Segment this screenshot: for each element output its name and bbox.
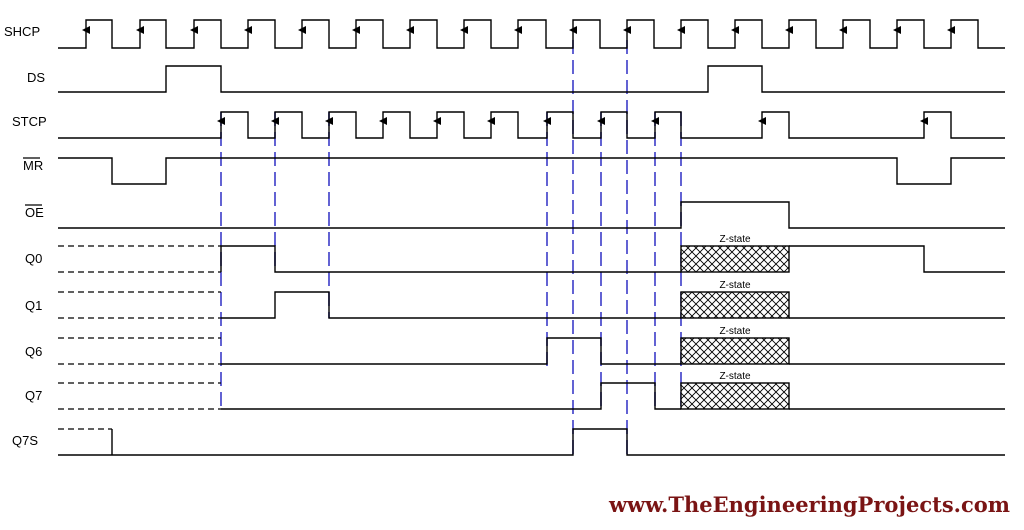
q7-waveform	[221, 382, 1005, 410]
q0-undefined-initial	[58, 245, 221, 273]
ds-waveform	[58, 65, 1005, 93]
q1-z-state-region	[680, 291, 790, 319]
signal-label-ds: DS	[27, 70, 45, 85]
shcp-rising-edge-markers	[82, 26, 955, 44]
q1-waveform	[221, 291, 1005, 319]
q1-z-state-label: Z-state	[719, 280, 751, 291]
signal-label-stcp: STCP	[12, 114, 47, 129]
q0-z-state-region	[680, 245, 790, 273]
q6-undefined-initial	[58, 337, 221, 365]
watermark-url: www.TheEngineeringProjects.com	[608, 492, 1010, 517]
q1-undefined-initial	[58, 291, 221, 319]
shcp-waveform	[58, 19, 1005, 49]
signal-label-q7: Q7	[25, 388, 42, 403]
stcp-rising-edge-markers	[217, 117, 928, 134]
oe-waveform	[58, 201, 1005, 229]
q7s-waveform	[58, 428, 1005, 456]
mr-waveform	[58, 157, 1005, 185]
q6-waveform	[221, 337, 1005, 365]
q7-undefined-initial	[58, 382, 221, 410]
signal-label-q1: Q1	[25, 298, 42, 313]
q0-z-state-label: Z-state	[719, 234, 751, 245]
signal-label-mr: MR	[23, 158, 43, 173]
signal-label-shcp: SHCP	[4, 24, 40, 39]
signal-label-oe: OE	[25, 205, 44, 220]
signal-label-q6: Q6	[25, 344, 42, 359]
q6-z-state-label: Z-state	[719, 326, 751, 337]
q7-z-state-region	[680, 382, 790, 410]
signal-label-q0: Q0	[25, 251, 42, 266]
timing-guides	[220, 40, 682, 455]
q7-z-state-label: Z-state	[719, 371, 751, 382]
stcp-waveform	[58, 111, 1005, 139]
q0-waveform	[220, 245, 1005, 273]
signal-label-q7s: Q7S	[12, 433, 38, 448]
q6-z-state-region	[680, 337, 790, 365]
